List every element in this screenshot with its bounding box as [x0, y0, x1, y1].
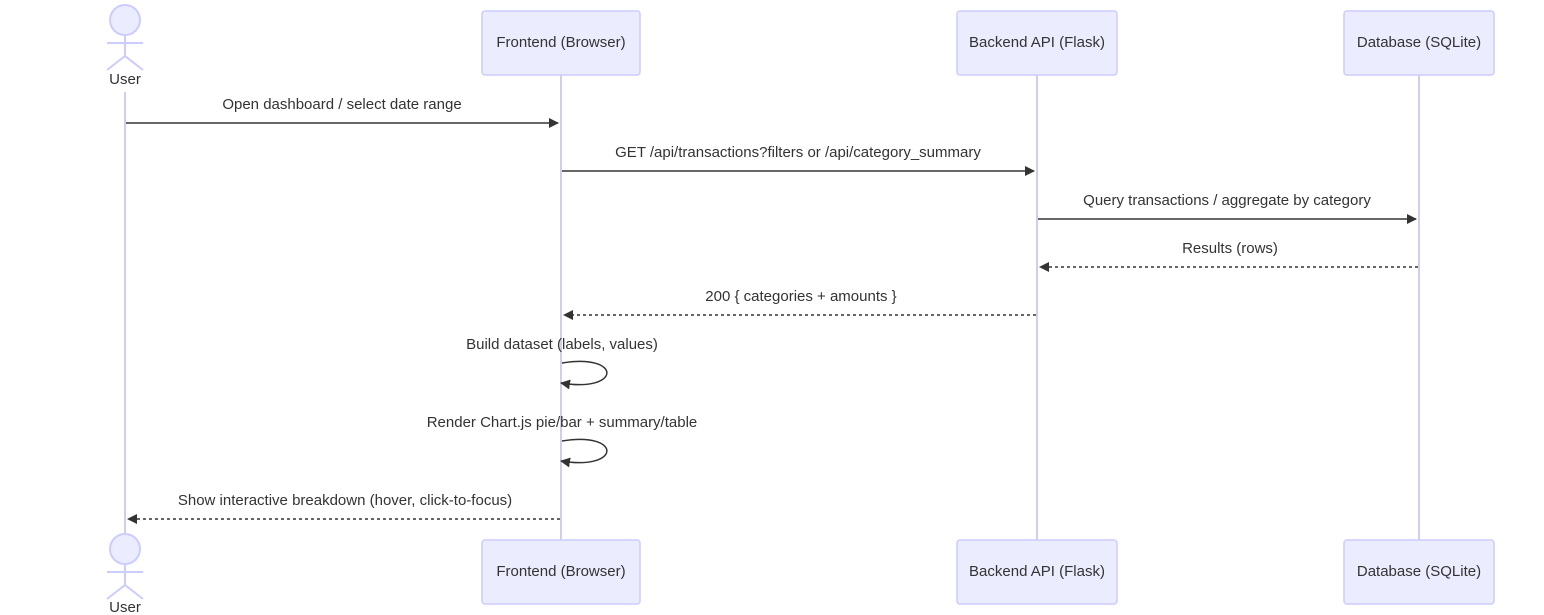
backend-box-bottom: Backend API (Flask)	[956, 539, 1118, 605]
message-2: GET /api/transactions?filters or /api/ca…	[562, 144, 1035, 176]
user-label-bottom: User	[109, 599, 141, 615]
message-6-label: Build dataset (labels, values)	[466, 336, 658, 353]
message-4: Results (rows)	[1039, 240, 1418, 272]
message-3-label: Query transactions / aggregate by catego…	[1083, 192, 1371, 209]
database-box-top: Database (SQLite)	[1343, 10, 1495, 76]
message-8-label: Show interactive breakdown (hover, click…	[178, 492, 512, 509]
user-stick-figure-icon	[106, 533, 144, 600]
message-2-label: GET /api/transactions?filters or /api/ca…	[615, 144, 981, 161]
backend-label-top: Backend API (Flask)	[969, 34, 1105, 51]
frontend-box-bottom: Frontend (Browser)	[481, 539, 641, 605]
message-1: Open dashboard / select date range	[126, 96, 559, 128]
backend-label-bottom: Backend API (Flask)	[969, 563, 1105, 580]
frontend-label-top: Frontend (Browser)	[496, 34, 625, 51]
message-7-arrow	[560, 438, 608, 468]
frontend-box-top: Frontend (Browser)	[481, 10, 641, 76]
backend-box-top: Backend API (Flask)	[956, 10, 1118, 76]
message-7: Render Chart.js pie/bar + summary/table	[427, 414, 698, 468]
user-label-top: User	[109, 71, 141, 88]
message-6-arrow	[560, 360, 608, 390]
message-8: Show interactive breakdown (hover, click…	[127, 492, 560, 524]
frontend-label-bottom: Frontend (Browser)	[496, 563, 625, 580]
database-label-top: Database (SQLite)	[1357, 34, 1481, 51]
user-actor-top: User	[106, 4, 144, 88]
database-label-bottom: Database (SQLite)	[1357, 563, 1481, 580]
user-stick-figure-icon	[106, 4, 144, 71]
message-6: Build dataset (labels, values)	[466, 336, 658, 390]
message-5-label: 200 { categories + amounts }	[705, 288, 896, 305]
message-1-label: Open dashboard / select date range	[222, 96, 461, 113]
message-3: Query transactions / aggregate by catego…	[1038, 192, 1417, 224]
user-actor-bottom: User	[106, 533, 144, 615]
message-7-label: Render Chart.js pie/bar + summary/table	[427, 414, 698, 431]
message-4-label: Results (rows)	[1182, 240, 1278, 257]
database-box-bottom: Database (SQLite)	[1343, 539, 1495, 605]
message-5: 200 { categories + amounts }	[563, 288, 1036, 320]
